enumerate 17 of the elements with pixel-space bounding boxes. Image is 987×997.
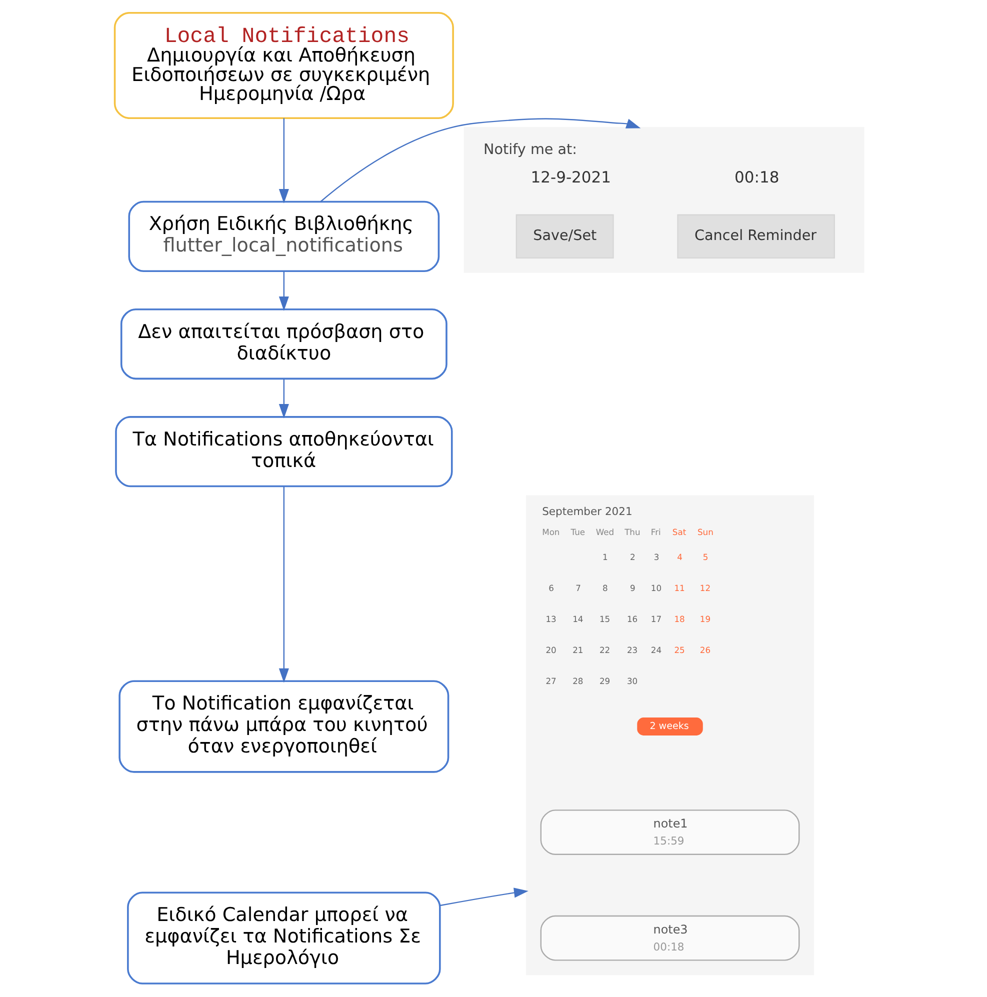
node-box: Local Notifications Δημιουργία και Αποθήκευση Ειδοποιήσεων σε συγκεκριμένη Ημερομηνία /Ωρα <box>113 12 454 119</box>
arrow <box>278 118 288 204</box>
node-box: Cancel Reminder <box>676 214 834 259</box>
arrow <box>320 118 640 202</box>
arrow <box>278 486 288 683</box>
arrow <box>278 271 288 311</box>
node-box: Το Notification εμφανίζεται στην πάνω μπάρα του κινητού όταν ενεργοποιηθεί <box>118 680 449 773</box>
arrow <box>278 379 288 418</box>
node-box: Χρήση Ειδικής Βιβλιοθήκης flutter_local_notifications <box>128 200 440 272</box>
node-box: Ειδικό Calendar μπορεί να εμφανίζει τα Notifications Σε Ημερολόγιο <box>126 892 440 984</box>
node-box: 2 weeks <box>636 718 702 736</box>
node-box: Save/Set <box>515 214 614 259</box>
node-box: Τα Notifications αποθηκεύονται τοπικά <box>114 416 452 488</box>
node-box: Δεν απαιτείται πρόσβαση στο διαδίκτυο <box>120 308 447 380</box>
arrow <box>439 888 528 906</box>
node-box: note1 15:59 <box>540 810 800 855</box>
node-box: note3 00:18 <box>540 915 800 961</box>
